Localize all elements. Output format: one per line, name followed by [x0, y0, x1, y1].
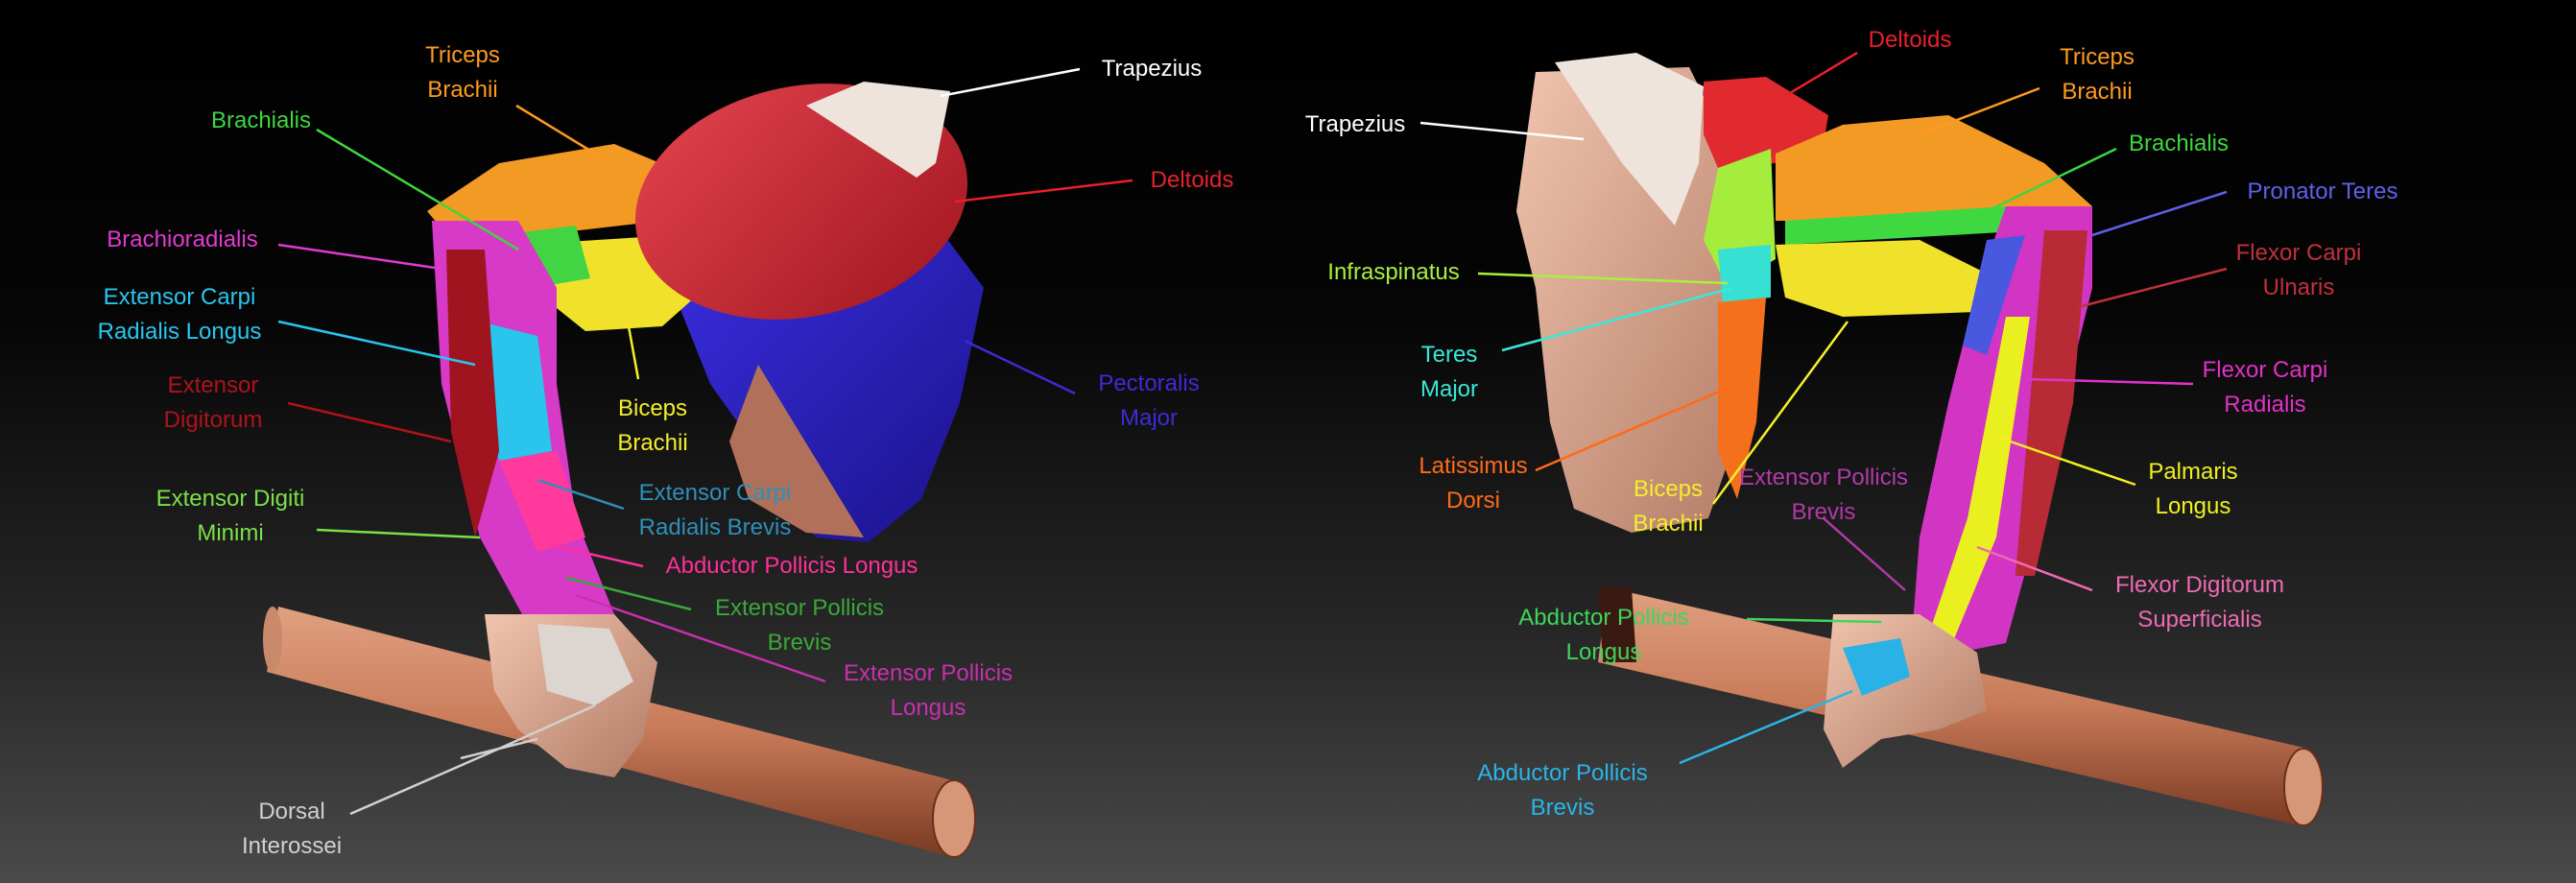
line-l-deltoids: [954, 179, 1133, 203]
left-trapezius-shape: [806, 82, 950, 178]
line-r-triceps: [1919, 86, 2040, 136]
right-fcu-shape: [2015, 230, 2087, 576]
right-latissimus-shape: [1718, 298, 1766, 499]
line-l-pectoralis: [964, 339, 1076, 395]
right-figure: [1516, 53, 2324, 826]
line-l-brachioradialis: [277, 243, 442, 271]
right-label-trapezius: Trapezius: [1304, 111, 1406, 137]
line-l-dorsal: [349, 704, 596, 816]
line-l-epl: [575, 593, 826, 683]
leader-lines: [277, 51, 2228, 816]
right-trapezius-shape: [1555, 53, 1704, 226]
left-extdig-shape: [446, 250, 499, 537]
line-l-edm: [316, 528, 481, 539]
left-label-apl: Abductor Pollicis Longus: [665, 553, 918, 579]
right-triceps-shape: [1776, 115, 2092, 221]
line-r-fds: [1976, 545, 2093, 592]
line-l-extdig: [287, 401, 452, 443]
line-r-infraspinatus: [1477, 272, 1729, 285]
right-apb-shape: [1843, 638, 1910, 696]
right-label-infraspinatus: Infraspinatus: [1327, 259, 1460, 285]
line-r-fcu: [2077, 267, 2228, 309]
line-r-trapezius: [1419, 121, 1585, 141]
line-r-epb: [1823, 517, 1906, 591]
right-label-brachialis: Brachialis: [2128, 131, 2230, 156]
line-r-palmaris: [1995, 435, 2136, 487]
line-r-pronator: [2091, 190, 2228, 237]
line-r-latissimus: [1535, 382, 1738, 472]
right-label-pronator: Pronator Teres: [2247, 179, 2398, 204]
line-l-trapezius: [940, 67, 1081, 98]
line-l-biceps: [627, 325, 640, 380]
line-r-deltoids: [1784, 51, 1858, 98]
left-torso-shape: [729, 365, 864, 537]
left-label-deltoids: Deltoids: [1150, 167, 1234, 193]
right-palmaris-shape: [1924, 317, 2030, 653]
line-l-ecrb: [537, 478, 625, 511]
line-l-apl: [551, 543, 644, 568]
line-r-teres: [1501, 286, 1733, 352]
line-r-biceps: [1711, 321, 1849, 505]
left-dorsal-shape: [537, 624, 633, 705]
left-label-brachialis: Brachialis: [210, 107, 312, 133]
line-l-triceps: [515, 104, 596, 155]
line-l-brachialis: [316, 128, 519, 251]
right-brachialis-shape: [1785, 206, 2035, 245]
line-r-brachialis: [1976, 147, 2117, 218]
right-biceps-shape: [1776, 240, 1996, 317]
line-r-fcr: [2024, 377, 2194, 386]
line-r-apl: [1746, 617, 1882, 624]
right-label-deltoids: Deltoids: [1868, 27, 1952, 53]
left-label-trapezius: Trapezius: [1101, 56, 1203, 82]
right-back-shape: [1516, 67, 1756, 533]
right-pronator-shape: [1963, 235, 2025, 355]
right-teres-shape: [1718, 245, 1771, 302]
left-apl-shape: [499, 451, 585, 552]
line-l-epb: [565, 576, 692, 611]
line-r-apb: [1679, 689, 1853, 765]
left-triceps-shape: [427, 144, 672, 240]
line-l-ecrl: [277, 320, 476, 367]
left-figure: [263, 82, 984, 858]
left-label-brachioradialis: Brachioradialis: [107, 227, 258, 252]
